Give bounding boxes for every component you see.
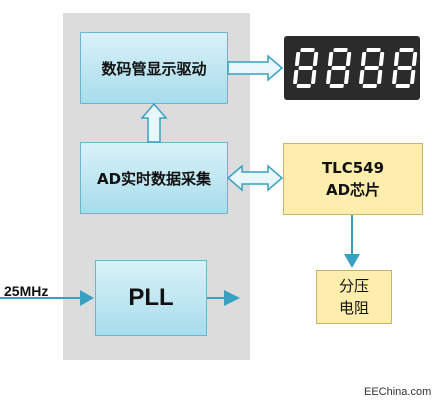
divider-label: 分压 [338,277,369,295]
pll-label: PLL [128,284,174,311]
segment-3 [344,70,350,84]
arrow-acquisition-tlc-bidirectional [226,164,284,192]
arrow-clock-to-pll [80,290,94,306]
segment-1 [399,48,414,52]
segment-5 [326,70,332,84]
segment-1 [333,48,348,52]
digit-1 [293,48,319,88]
segment-1 [366,48,381,52]
segment-1 [300,48,315,52]
pll-block: PLL [95,260,207,336]
watermark-text: EEChina.com [364,386,432,398]
seven-segment-digits [293,48,418,88]
segment-4 [296,84,311,88]
segment-6 [360,52,367,66]
segment-4 [395,84,410,88]
segment-3 [410,70,416,84]
segment-7 [331,66,346,70]
input-clock-label: 25MHz [4,283,49,299]
segment-6 [393,52,400,66]
ad-chip-label: AD芯片 [325,181,381,199]
voltage-divider-block: 分压 电阻 [316,270,392,324]
segment-6 [327,52,334,66]
segment-2 [345,52,352,66]
arrow-acquisition-to-driver [140,102,168,143]
segment-4 [329,84,344,88]
seven-segment-display [284,36,420,100]
segment-7 [298,66,313,70]
digit-3 [359,48,385,88]
segment-4 [362,84,377,88]
segment-7 [397,66,412,70]
segment-5 [392,70,398,84]
segment-2 [378,52,385,66]
segment-3 [311,70,317,84]
segment-5 [359,70,365,84]
segment-3 [377,70,383,84]
digit-4 [392,48,418,88]
segment-7 [364,66,379,70]
digit-2 [326,48,352,88]
resistor-label: 电阻 [338,299,369,317]
segment-2 [411,52,418,66]
tlc549-chip-block: TLC549 AD芯片 [283,143,423,215]
arrow-driver-to-display [227,54,284,82]
arrow-pll-output [224,290,240,306]
display-driver-block: 数码管显示驱动 [80,32,228,104]
segment-6 [294,52,301,66]
segment-2 [312,52,319,66]
tlc549-label: TLC549 [321,159,385,177]
display-driver-label: 数码管显示驱动 [101,59,207,78]
segment-5 [293,70,299,84]
ad-acquisition-label: AD实时数据采集 [96,169,212,188]
arrow-tlc-to-divider [344,254,360,268]
